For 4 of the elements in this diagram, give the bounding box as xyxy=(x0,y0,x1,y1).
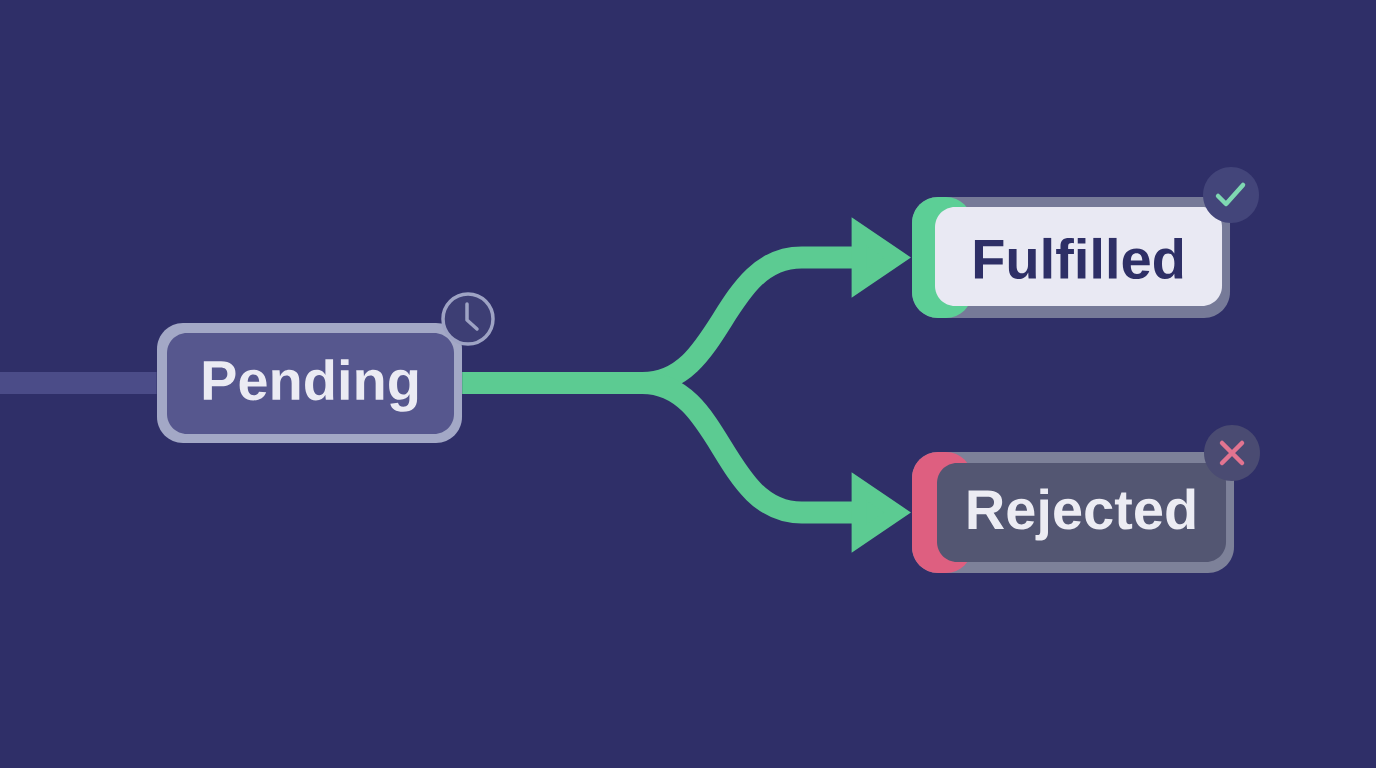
status-box: Pending xyxy=(157,323,462,443)
connector-line xyxy=(0,372,157,394)
status-box: Rejected xyxy=(912,452,1234,573)
status-box: Fulfilled xyxy=(912,197,1230,318)
